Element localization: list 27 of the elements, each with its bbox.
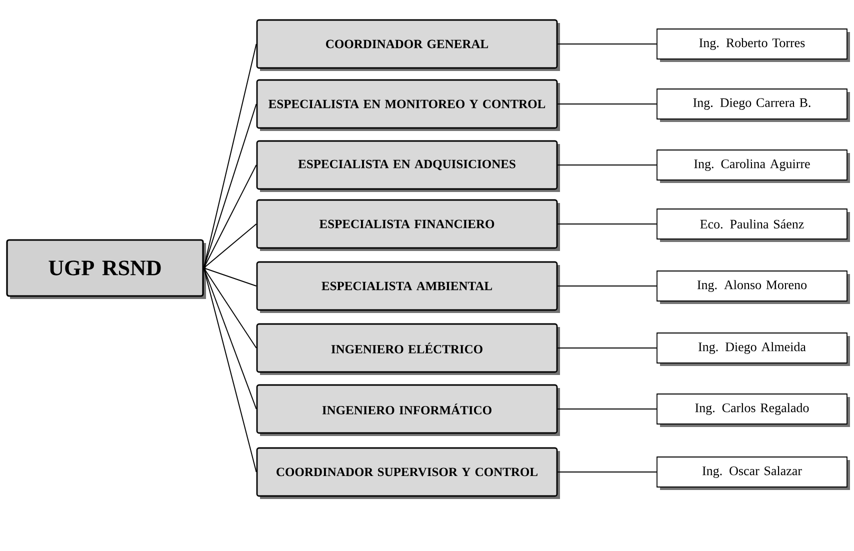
connector-line (557, 164, 658, 166)
connector-line (203, 268, 257, 472)
name-box: Ing. Roberto Torres (656, 28, 848, 60)
name-box: Ing. Oscar Salazar (656, 456, 848, 488)
connector-line (203, 164, 257, 268)
role-box: INGENIERO INFORMÁTICO (256, 384, 558, 434)
role-box: ESPECIALISTA EN ADQUISICIONES (256, 140, 558, 190)
role-box: ESPECIALISTA AMBIENTAL (256, 261, 558, 311)
root-box: UGP RSND (6, 239, 204, 297)
connector-line (557, 408, 658, 410)
role-box: COORDINADOR SUPERVISOR Y CONTROL (256, 447, 558, 497)
connector-line (203, 268, 257, 410)
role-box: ESPECIALISTA FINANCIERO (256, 199, 558, 249)
name-box: Ing. Alonso Moreno (656, 270, 848, 302)
connector-line (203, 268, 257, 348)
connector-line (203, 224, 257, 268)
name-box: Ing. Carlos Regalado (656, 394, 848, 424)
role-box: COORDINADOR GENERAL (256, 19, 558, 69)
name-box: Ing. Diego Carrera B. (656, 88, 848, 120)
connector-line (203, 268, 257, 286)
role-box: INGENIERO ELÉCTRICO (256, 323, 558, 373)
role-box: ESPECIALISTA EN MONITOREO Y CONTROL (256, 79, 558, 129)
connector-line (203, 104, 257, 268)
name-box: Ing. Diego Almeida (656, 332, 848, 364)
name-box: Eco. Paulina Sáenz (656, 208, 848, 240)
name-box: Ing. Carolina Aguirre (656, 150, 848, 180)
connector-line (203, 44, 257, 268)
